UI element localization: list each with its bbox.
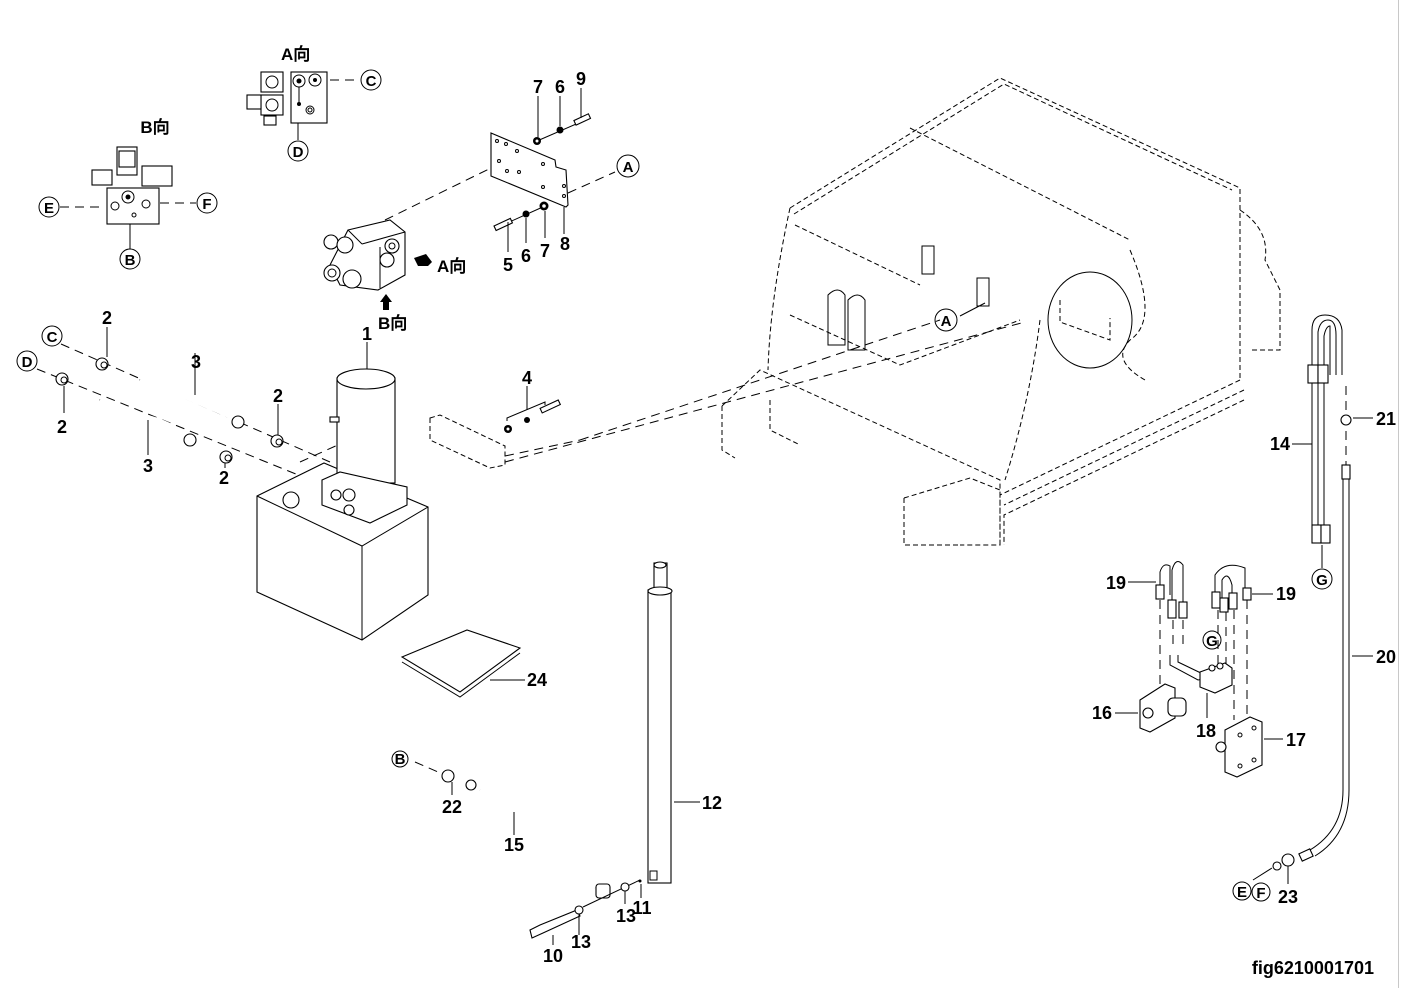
valve-16 xyxy=(1139,683,1176,733)
callout-19: 19 xyxy=(1276,584,1296,604)
callout-8: 8 xyxy=(560,234,570,254)
callout-13: 13 xyxy=(616,906,636,926)
figure-id: fig6210001701 xyxy=(1252,958,1374,978)
lift-cylinder: 12 xyxy=(647,561,722,884)
view-a-arrow-icon xyxy=(414,254,432,266)
solenoid-coil xyxy=(260,71,284,93)
svg-text:B: B xyxy=(125,252,136,269)
callout-1: 1 xyxy=(362,324,372,344)
callout-6: 6 xyxy=(555,77,565,97)
svg-text:E: E xyxy=(44,200,54,217)
svg-text:E: E xyxy=(1237,884,1247,901)
hose-15 xyxy=(414,761,642,945)
callout-16: 16 xyxy=(1092,703,1112,723)
callout-10: 10 xyxy=(543,946,563,966)
ref-circle-c-view: C xyxy=(360,69,382,91)
svg-text:C: C xyxy=(366,73,377,90)
ref-circle-e-end: E xyxy=(1232,881,1252,901)
callout-23: 23 xyxy=(1278,887,1298,907)
ref-circle-d-hose: D xyxy=(16,350,38,372)
ref-circle-b-hose: B xyxy=(391,750,409,768)
svg-text:A: A xyxy=(623,159,634,176)
svg-text:G: G xyxy=(1316,572,1328,589)
ref-circle-f-view: F xyxy=(196,192,218,214)
hose-assemblies xyxy=(36,327,331,484)
callout-15: 15 xyxy=(504,835,524,855)
mounting-plate xyxy=(490,132,616,208)
motor-body xyxy=(336,377,396,484)
view-b-detail: B向 xyxy=(60,117,196,249)
distribution-block xyxy=(1199,662,1233,694)
ref-circle-c-hose: C xyxy=(41,325,63,347)
ref-circle-f-end: F xyxy=(1251,882,1271,902)
ref-circle-g-hose: G xyxy=(1311,568,1333,590)
callout-3: 3 xyxy=(143,456,153,476)
callout-19: 19 xyxy=(1106,573,1126,593)
callout-7: 7 xyxy=(540,241,550,261)
svg-text:A: A xyxy=(941,313,952,330)
callout-14: 14 xyxy=(1270,434,1290,454)
svg-text:F: F xyxy=(1256,885,1265,902)
callout-4: 4 xyxy=(522,368,532,388)
callout-22: 22 xyxy=(442,797,462,817)
callout-2: 2 xyxy=(273,386,283,406)
callout-13: 13 xyxy=(571,932,591,952)
callout-2: 2 xyxy=(57,417,67,437)
callout-12: 12 xyxy=(702,793,722,813)
view-b-arrow-caption: B向 xyxy=(378,313,407,333)
svg-text:D: D xyxy=(293,144,304,161)
svg-text:B: B xyxy=(395,751,406,768)
view-a-detail: A向 xyxy=(246,44,360,140)
hose-20: 21 20 23 xyxy=(1252,386,1396,907)
view-b-arrow-icon xyxy=(380,294,392,310)
power-unit: 1 xyxy=(256,324,429,641)
callout-3: 3 xyxy=(191,352,201,372)
view-a-caption: A向 xyxy=(281,44,310,64)
upper-fasteners xyxy=(533,88,592,145)
view-a-arrow-caption: A向 xyxy=(437,256,466,276)
ref-circle-a-plate: A xyxy=(616,154,640,178)
callout-2: 2 xyxy=(219,468,229,488)
ref-circle-g-block: G xyxy=(1202,630,1222,650)
callout-18: 18 xyxy=(1196,721,1216,741)
svg-text:C: C xyxy=(47,329,58,346)
callout-2: 2 xyxy=(102,308,112,328)
svg-text:G: G xyxy=(1206,633,1218,650)
cylinder-tube xyxy=(647,589,672,884)
hose-14: 14 xyxy=(1270,314,1343,568)
callout-5: 5 xyxy=(503,255,513,275)
svg-text:F: F xyxy=(202,196,211,213)
ref-circle-e-view: E xyxy=(38,196,60,218)
callout-9: 9 xyxy=(576,69,586,89)
callout-6: 6 xyxy=(521,246,531,266)
valve-17 xyxy=(1224,716,1263,778)
machine-frame xyxy=(504,77,1281,546)
callout-7: 7 xyxy=(533,77,543,97)
lower-fasteners xyxy=(493,201,565,252)
svg-text:D: D xyxy=(22,354,33,371)
callout-20: 20 xyxy=(1376,647,1396,667)
bracket-4: 4 xyxy=(299,368,581,469)
callout-17: 17 xyxy=(1286,730,1306,750)
callout-21: 21 xyxy=(1376,409,1396,429)
pad-24: 24 xyxy=(400,629,547,698)
page-border xyxy=(1398,0,1399,988)
ref-circle-a-frame: A xyxy=(934,308,958,332)
ref-circle-d-view: D xyxy=(287,140,309,162)
valve-manifold: A向 B向 xyxy=(323,166,494,333)
valve-cluster: 19 19 18 16 17 xyxy=(1092,560,1306,778)
callout-11: 11 xyxy=(632,898,651,918)
valve-block-bottom xyxy=(106,187,160,225)
ref-circle-b-view: B xyxy=(119,248,141,270)
callout-24: 24 xyxy=(527,670,547,690)
view-b-caption: B向 xyxy=(140,117,169,137)
